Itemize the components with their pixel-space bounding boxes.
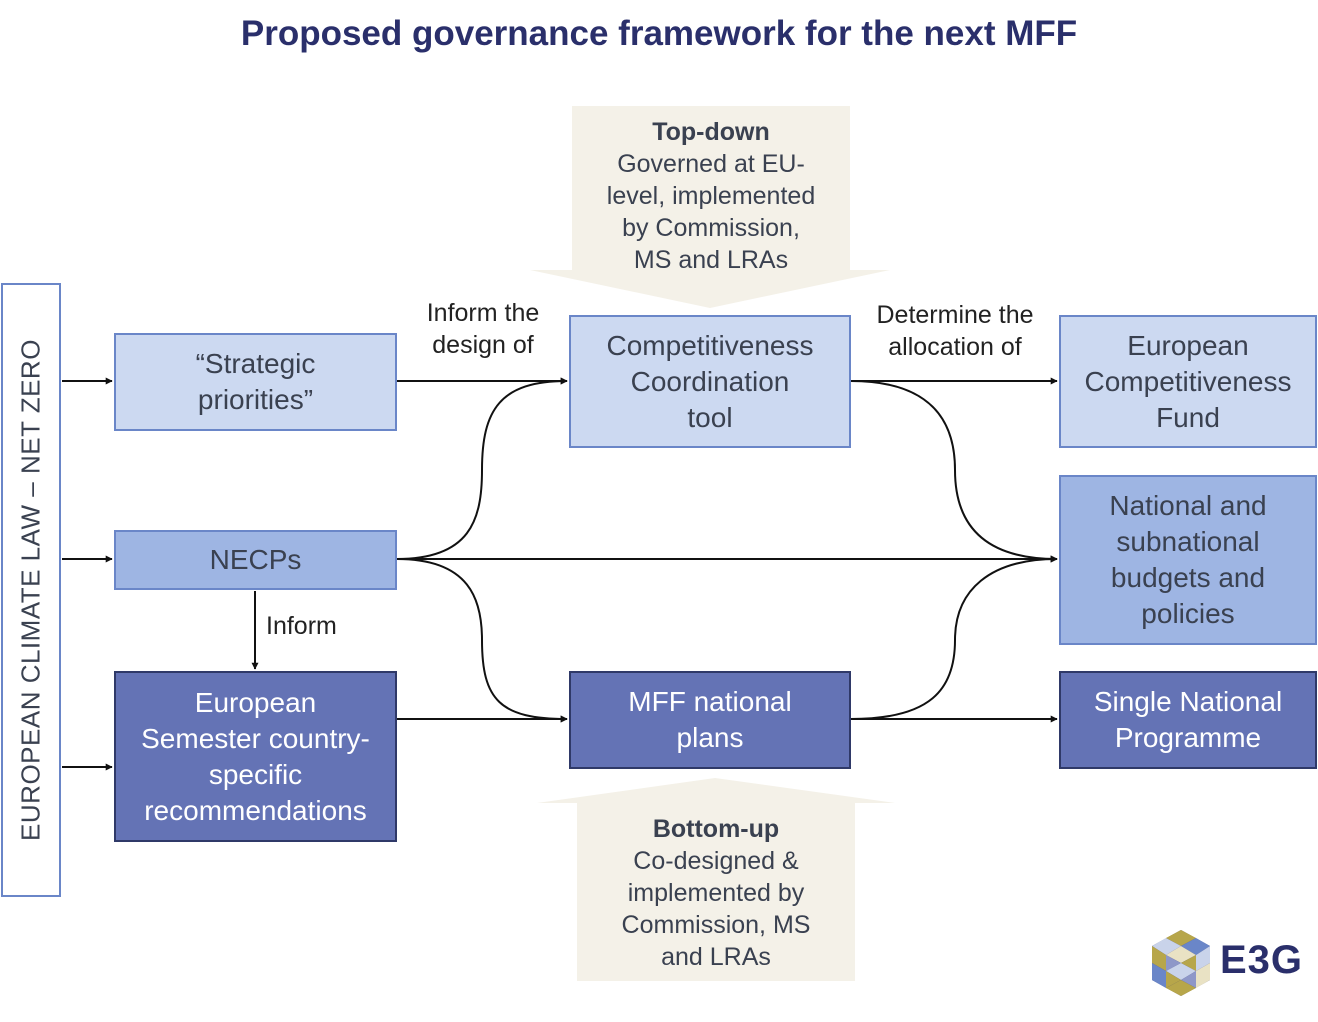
arrow-necps-mff bbox=[396, 558, 568, 723]
box-line: subnational bbox=[1116, 526, 1260, 557]
semester-box: European Semester country- specific reco… bbox=[114, 671, 397, 842]
box-line: Single National bbox=[1093, 686, 1283, 717]
top-down-line: Governed at EU- bbox=[617, 150, 805, 178]
bottom-up-line: Commission, MS bbox=[621, 911, 811, 939]
bottom-up-callout: Bottom-up Co-designed & implemented by C… bbox=[577, 813, 855, 973]
box-line: Coordination bbox=[630, 365, 790, 397]
box-line: MFF national bbox=[628, 686, 792, 717]
inform-label: Inform bbox=[266, 612, 337, 640]
arrow-necps-coordination bbox=[396, 377, 568, 560]
arrow-coordination-budgets bbox=[850, 380, 1058, 563]
box-line: Programme bbox=[1114, 722, 1262, 753]
mff-national-plans-box: MFF national plans bbox=[569, 671, 851, 769]
box-line: policies bbox=[1141, 598, 1235, 629]
box-line: Semester country- bbox=[141, 722, 370, 754]
edge-label-line: Inform the bbox=[426, 299, 540, 327]
e3g-logo-icon bbox=[1152, 930, 1210, 996]
strategic-priorities-box: “Strategic priorities” bbox=[114, 333, 397, 431]
box-line: “Strategic bbox=[195, 348, 316, 379]
bottom-up-callout-shape bbox=[537, 778, 895, 981]
bottom-up-line: Co-designed & bbox=[633, 847, 799, 875]
determine-allocation-label: Determine the allocation of bbox=[852, 299, 1058, 363]
box-line: National and bbox=[1109, 490, 1267, 521]
bottom-up-line: implemented by bbox=[627, 879, 805, 907]
box-line: NECPs bbox=[209, 544, 302, 575]
top-down-line: level, implemented bbox=[606, 182, 816, 210]
coordination-tool-box: Competitiveness Coordination tool bbox=[569, 315, 851, 448]
box-line: tool bbox=[687, 401, 733, 433]
top-down-callout: Top-down Governed at EU- level, implemen… bbox=[572, 116, 850, 276]
e3g-logo-text: E3G bbox=[1220, 938, 1304, 982]
climate-law-sidebar: EUROPEAN CLIMATE LAW – NET ZERO bbox=[1, 283, 61, 897]
arrow-mff-budgets bbox=[850, 555, 1058, 720]
bottom-up-heading: Bottom-up bbox=[652, 815, 780, 843]
edge-label-line: Determine the bbox=[876, 301, 1034, 329]
ecf-box: European Competitiveness Fund bbox=[1059, 315, 1317, 448]
box-line: budgets and bbox=[1110, 562, 1266, 593]
bottom-up-line: and LRAs bbox=[661, 943, 771, 971]
box-line: Fund bbox=[1156, 401, 1220, 433]
edge-label-line: allocation of bbox=[888, 333, 1022, 361]
edge-label-line: design of bbox=[432, 331, 534, 359]
top-down-line: by Commission, bbox=[622, 214, 800, 242]
page-title: Proposed governance framework for the ne… bbox=[240, 14, 1078, 53]
box-line: European bbox=[194, 686, 317, 718]
climate-law-label: EUROPEAN CLIMATE LAW – NET ZERO bbox=[15, 339, 46, 841]
box-line: European bbox=[1127, 329, 1249, 361]
box-line: priorities” bbox=[197, 384, 314, 415]
top-down-callout-shape bbox=[530, 106, 890, 308]
box-line: recommendations bbox=[144, 794, 367, 826]
box-line: specific bbox=[208, 758, 303, 790]
necps-box: NECPs bbox=[114, 530, 397, 590]
box-line: Competitiveness bbox=[606, 329, 814, 361]
inform-design-label: Inform the design of bbox=[398, 297, 568, 361]
box-line: Competitiveness bbox=[1084, 365, 1292, 397]
single-programme-box: Single National Programme bbox=[1059, 671, 1317, 769]
top-down-heading: Top-down bbox=[652, 118, 770, 146]
top-down-line: MS and LRAs bbox=[633, 246, 789, 274]
national-budgets-box: National and subnational budgets and pol… bbox=[1059, 475, 1317, 645]
box-line: plans bbox=[676, 722, 744, 753]
